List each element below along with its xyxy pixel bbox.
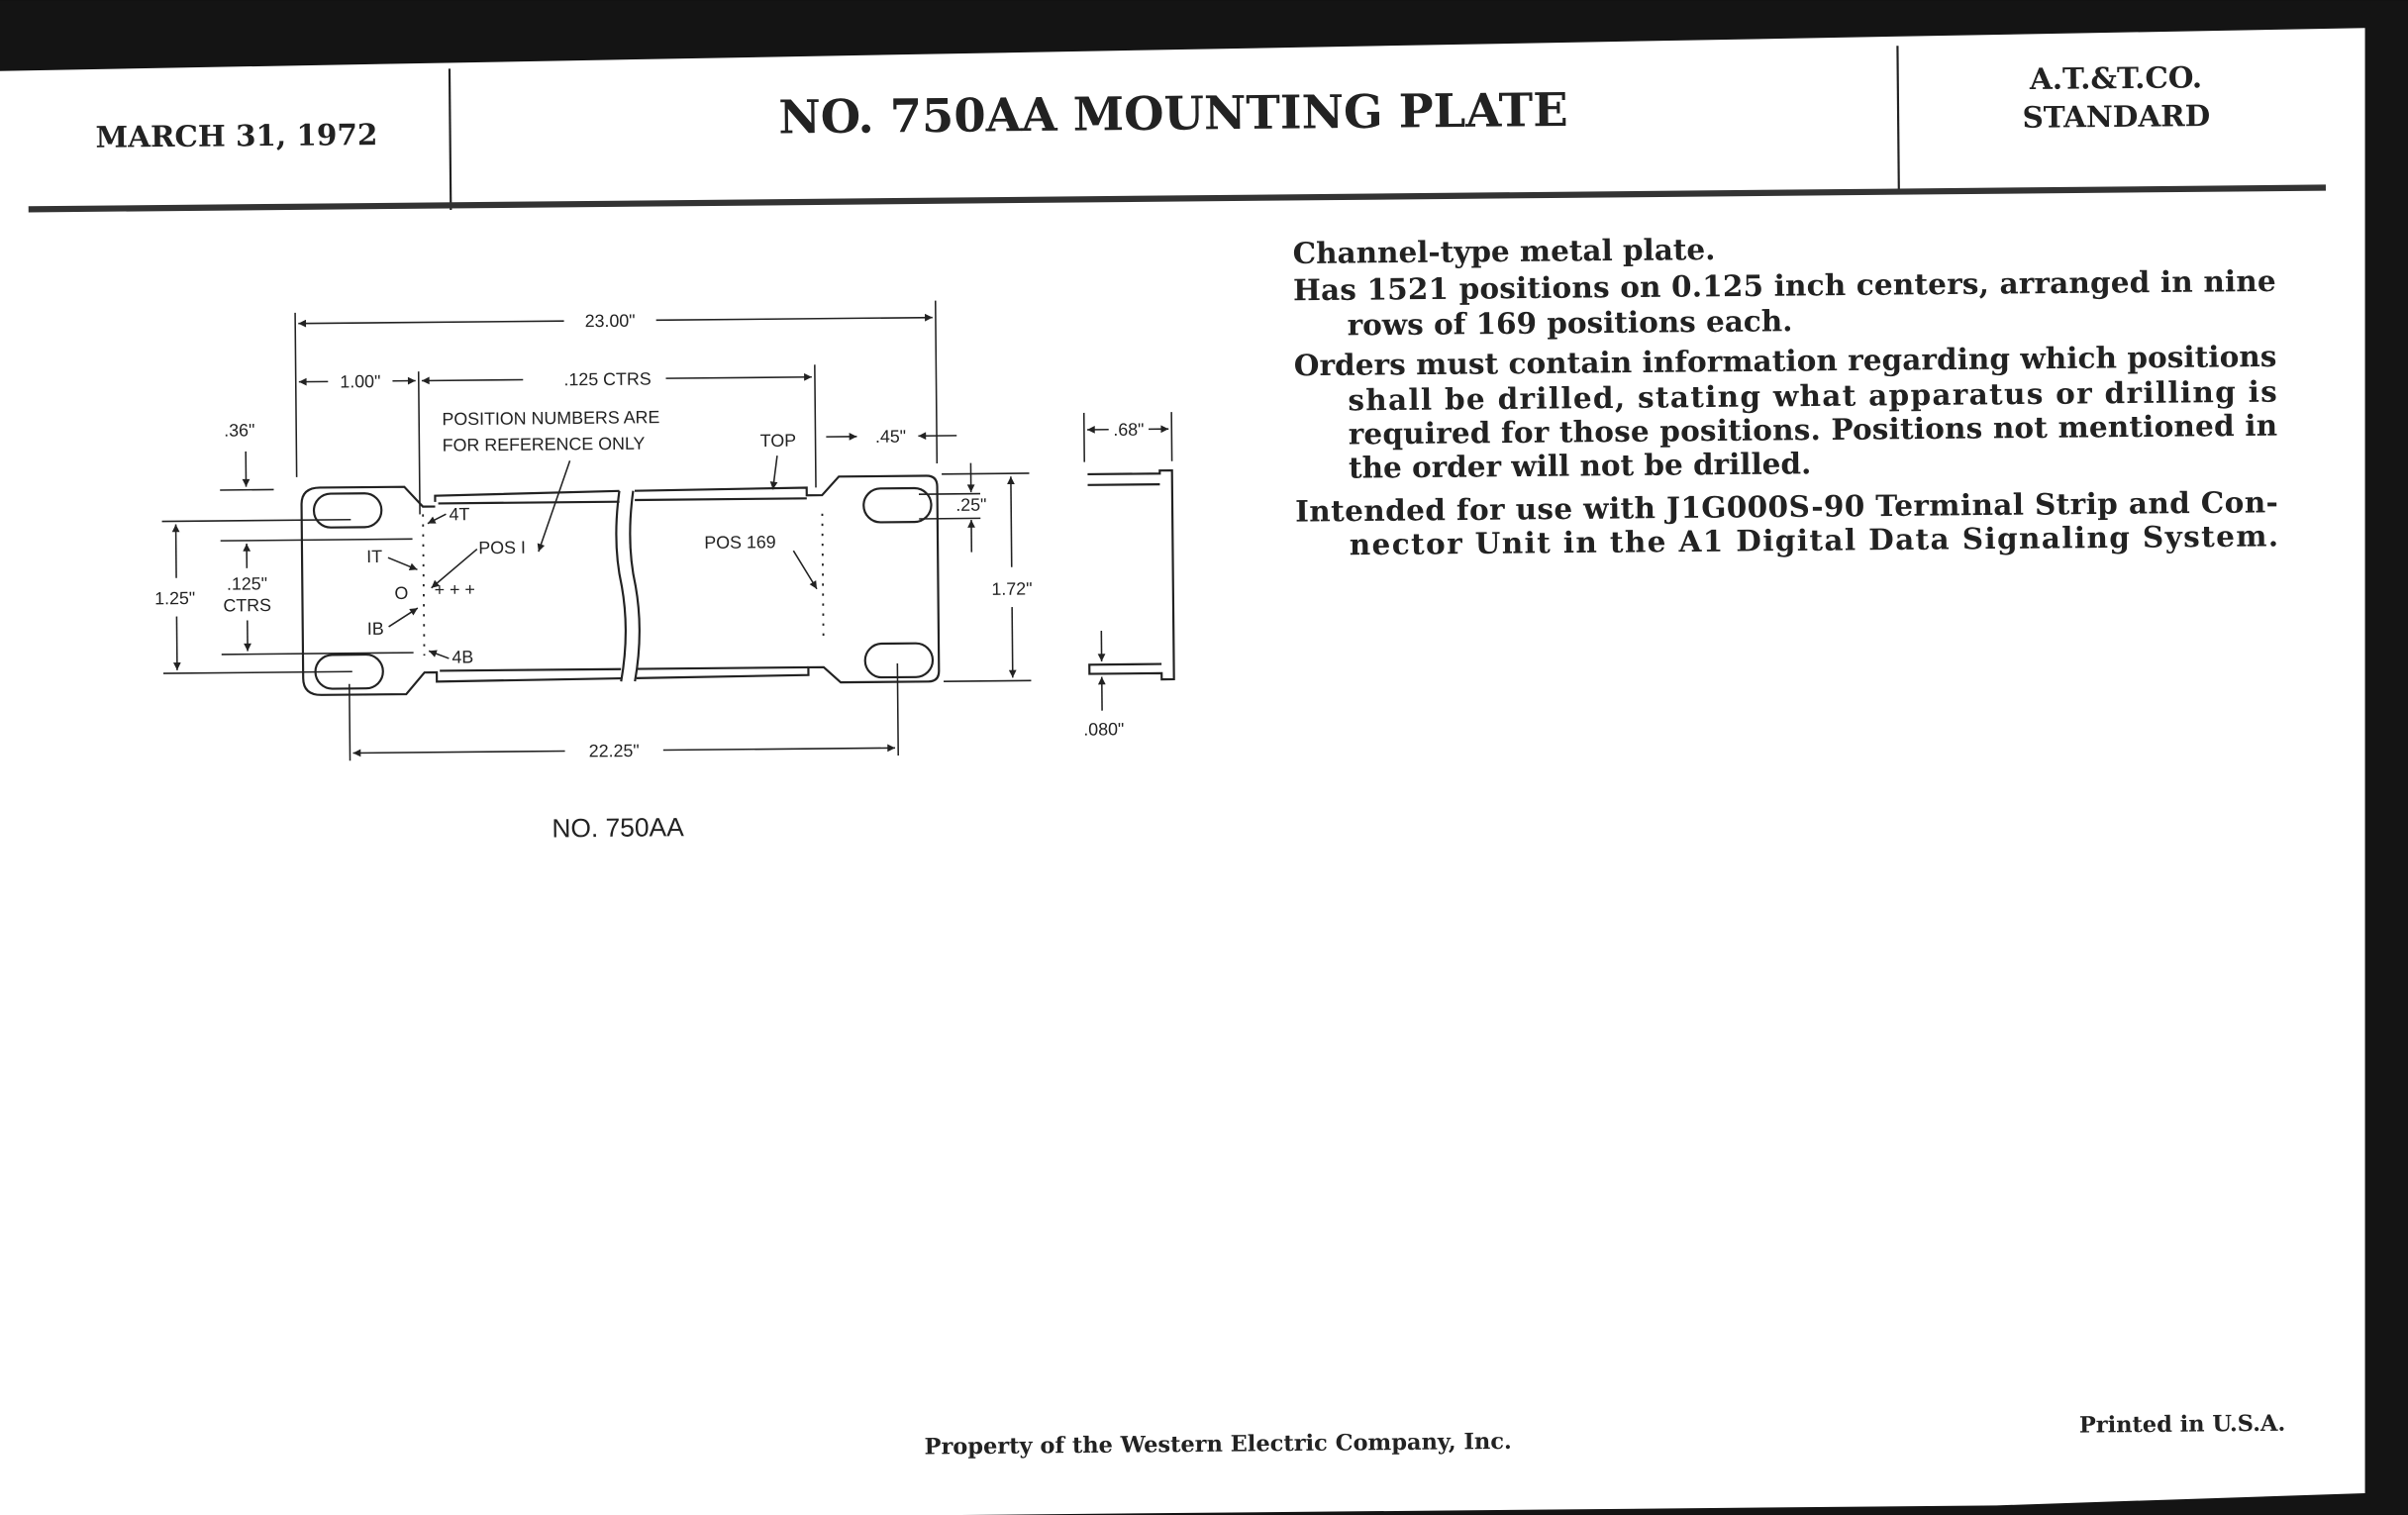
standard-label: STANDARD xyxy=(2022,98,2210,135)
side-profile xyxy=(1087,468,1175,681)
leader-line xyxy=(769,455,778,490)
dim-slot-spacing-vertical: 1.25" xyxy=(154,588,195,608)
dim-overall-height: 1.72" xyxy=(991,578,1032,598)
technical-drawing: 23.00" 1.00" .125 CTRS POSITION NUMBERS … xyxy=(154,300,1175,843)
dim-thickness: .080" xyxy=(1083,719,1124,739)
header-divider xyxy=(1896,46,1900,191)
mounting-slot xyxy=(862,486,933,524)
extension-lines xyxy=(161,300,1173,761)
dim-flange-depth: .68" xyxy=(1113,420,1144,440)
dim-line xyxy=(298,319,564,328)
header: MARCH 31, 1972 NO. 750AA MOUNTING PLATE … xyxy=(28,46,2327,213)
standard-label: A.T.&T.CO. xyxy=(2029,59,2202,96)
dim-line xyxy=(1008,607,1017,678)
dim-top-margin: .36" xyxy=(224,420,254,440)
label-pos169: POS 169 xyxy=(704,532,776,553)
header-divider xyxy=(448,68,452,211)
footer-property: Property of the Western Electric Company… xyxy=(924,1429,1511,1461)
footer-printed: Printed in U.S.A. xyxy=(2079,1411,2286,1439)
position-column-last xyxy=(821,513,825,637)
note-line: POSITION NUMBERS ARE xyxy=(442,407,659,429)
label-1b: IB xyxy=(367,619,384,639)
break-lines xyxy=(615,490,641,682)
document-card xyxy=(0,28,2365,1515)
dim-line xyxy=(171,524,180,578)
label-1t: IT xyxy=(366,547,382,566)
description: Channel-type metal plate. Has 1521 posit… xyxy=(1293,232,2279,561)
dim-overall-length: 23.00" xyxy=(585,311,636,331)
dim-line xyxy=(421,376,524,385)
leader-line xyxy=(428,650,450,659)
dim-slot-offset: .45" xyxy=(875,427,906,447)
dim-line xyxy=(665,372,812,381)
desc-line: the order will not be drilled. xyxy=(1349,446,1812,484)
label-4t: 4T xyxy=(449,504,469,524)
channel-edges xyxy=(438,497,809,672)
leader-line xyxy=(388,607,419,628)
desc-line: Channel-type metal plate. xyxy=(1293,232,1716,270)
mounting-slot xyxy=(314,654,384,690)
dim-position-spacing: .125 CTRS xyxy=(563,368,651,389)
leader-line xyxy=(427,513,447,525)
dim-line xyxy=(662,744,896,753)
leader-line xyxy=(387,556,418,571)
top-label: TOP xyxy=(760,431,797,451)
dim-line xyxy=(352,749,565,758)
dim-line xyxy=(655,313,933,322)
page-title: NO. 750AA MOUNTING PLATE xyxy=(778,82,1568,145)
leader-line xyxy=(792,550,818,590)
desc-line: rows of 169 positions each. xyxy=(1348,303,1793,342)
leader-line xyxy=(537,460,571,553)
label-pos1: POS I xyxy=(478,538,526,557)
dim-line xyxy=(172,616,181,670)
leader-line xyxy=(431,548,478,589)
dim-row-spacing-label: CTRS xyxy=(223,595,271,615)
issue-date: MARCH 31, 1972 xyxy=(95,117,377,154)
note-line: FOR REFERENCE ONLY xyxy=(443,434,646,455)
label-0: O xyxy=(394,583,408,603)
header-rule xyxy=(28,184,2327,213)
dim-slot-height: .25" xyxy=(955,495,986,515)
mounting-slot xyxy=(312,492,383,529)
dim-slot-spacing-horizontal: 22.25" xyxy=(589,741,640,760)
label-4b: 4B xyxy=(452,647,473,666)
dim-row-spacing: .125" xyxy=(227,573,267,593)
position-column-first xyxy=(422,514,426,656)
dim-line xyxy=(1007,476,1015,567)
drawing-caption: NO. 750AA xyxy=(552,812,684,843)
dim-end-offset: 1.00" xyxy=(340,371,380,391)
position-marks: + + + xyxy=(435,579,475,599)
mounting-slot xyxy=(863,642,935,679)
plate-outline xyxy=(300,474,941,696)
